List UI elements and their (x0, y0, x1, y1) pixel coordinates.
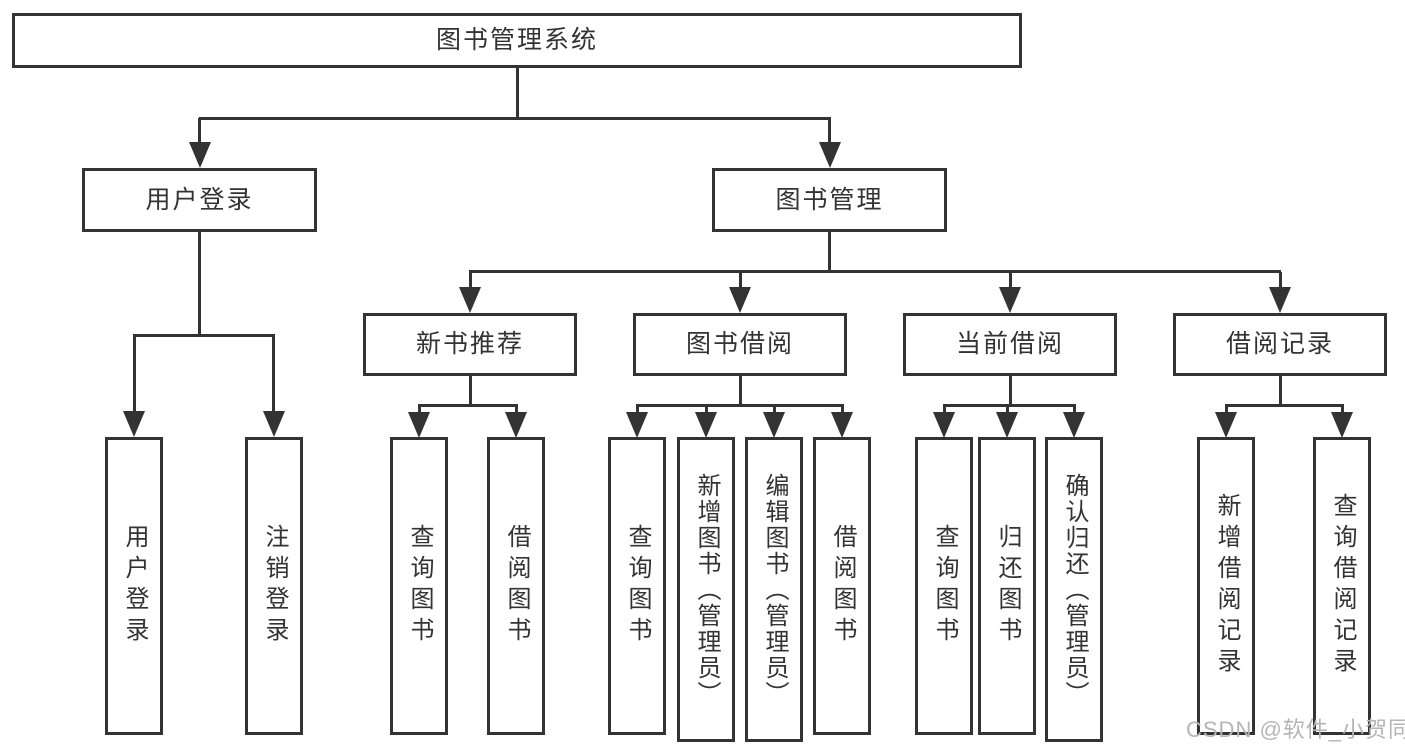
arrow-down-icon (123, 411, 145, 437)
node-borrowing-records: 借阅记录 (1173, 313, 1387, 376)
leaf-query-books-borrowing-label: 查询图书 (624, 524, 651, 648)
connector-line (943, 404, 1076, 407)
connector-line (841, 406, 844, 415)
connector-line (515, 406, 518, 415)
arrow-down-icon (999, 287, 1021, 313)
leaf-logout-label: 注销登录 (261, 524, 288, 648)
leaf-logout: 注销登录 (245, 437, 303, 735)
leaf-borrow-books-borrowing: 借阅图书 (813, 437, 871, 735)
node-library-system-label: 图书管理系统 (435, 26, 598, 54)
leaf-user-login: 用户登录 (105, 437, 163, 735)
connector-line (198, 118, 201, 145)
leaf-edit-book-admin-label: 编辑图书（管理员） (761, 472, 788, 707)
arrow-down-icon (831, 412, 853, 438)
connector-line (828, 232, 831, 272)
arrow-down-icon (695, 412, 717, 438)
node-book-management: 图书管理 (712, 168, 947, 232)
arrow-down-icon (505, 412, 527, 438)
arrow-down-icon (1331, 412, 1353, 438)
leaf-borrow-books-recommend-label: 借阅图书 (503, 524, 530, 648)
connector-line (1279, 272, 1282, 288)
leaf-return-book: 归还图书 (978, 437, 1036, 735)
connector-line (1006, 406, 1009, 415)
arrow-down-icon (996, 412, 1018, 438)
connector-line (1009, 272, 1012, 288)
connector-line (636, 406, 639, 415)
node-library-system: 图书管理系统 (12, 13, 1022, 68)
connector-line (469, 270, 1281, 273)
connector-line (133, 336, 136, 412)
leaf-query-borrow-record: 查询借阅记录 (1313, 437, 1371, 735)
connector-line (418, 406, 421, 415)
connector-line (1341, 406, 1344, 415)
node-book-borrowing-label: 图书借阅 (685, 330, 794, 358)
csdn-watermark: CSDN @软件_小贺同学 (1186, 717, 1405, 742)
arrow-down-icon (763, 412, 785, 438)
leaf-query-books-recommend: 查询图书 (390, 437, 448, 735)
connector-line (272, 336, 275, 412)
connector-line (705, 406, 708, 415)
leaf-add-borrow-record-label: 新增借阅记录 (1213, 493, 1240, 679)
node-current-borrowing: 当前借阅 (903, 313, 1117, 376)
leaf-borrow-books-borrowing-label: 借阅图书 (829, 524, 856, 648)
node-book-borrowing: 图书借阅 (633, 313, 847, 376)
leaf-query-books-current: 查询图书 (915, 437, 973, 735)
arrow-down-icon (189, 142, 211, 168)
leaf-query-borrow-record-label: 查询借阅记录 (1329, 493, 1356, 679)
connector-line (198, 232, 201, 336)
node-book-management-label: 图书管理 (775, 185, 884, 214)
leaf-query-books-current-label: 查询图书 (931, 524, 958, 648)
connector-line (739, 272, 742, 288)
connector-line (199, 117, 831, 120)
leaf-query-books-recommend-label: 查询图书 (406, 524, 433, 648)
arrow-down-icon (933, 412, 955, 438)
arrow-down-icon (1063, 412, 1085, 438)
arrow-down-icon (1215, 412, 1237, 438)
connector-line (516, 68, 519, 119)
node-new-book-recommend-label: 新书推荐 (415, 330, 524, 358)
node-user-login-label: 用户登录 (145, 185, 254, 214)
leaf-add-book-admin-label: 新增图书（管理员） (693, 472, 720, 707)
leaf-edit-book-admin: 编辑图书（管理员） (745, 437, 803, 742)
node-user-login: 用户登录 (82, 168, 317, 232)
leaf-add-borrow-record: 新增借阅记录 (1197, 437, 1255, 735)
arrow-down-icon (819, 142, 841, 168)
connector-line (1225, 406, 1228, 415)
leaf-add-book-admin: 新增图书（管理员） (677, 437, 735, 742)
arrow-down-icon (408, 412, 430, 438)
connector-line (636, 404, 844, 407)
node-current-borrowing-label: 当前借阅 (955, 330, 1064, 358)
connector-line (773, 406, 776, 415)
node-new-book-recommend: 新书推荐 (363, 313, 577, 376)
connector-line (1279, 376, 1282, 406)
connector-line (943, 406, 946, 415)
connector-line (418, 404, 518, 407)
arrow-down-icon (263, 411, 285, 437)
connector-line (739, 376, 742, 406)
leaf-return-book-label: 归还图书 (994, 524, 1021, 648)
leaf-user-login-label: 用户登录 (121, 524, 148, 648)
connector-line (828, 118, 831, 145)
arrow-down-icon (729, 287, 751, 313)
node-borrowing-records-label: 借阅记录 (1225, 330, 1334, 358)
connector-line (133, 334, 275, 337)
connector-line (469, 376, 472, 406)
connector-line (469, 272, 472, 288)
arrow-down-icon (459, 287, 481, 313)
arrow-down-icon (626, 412, 648, 438)
connector-line (1073, 406, 1076, 415)
leaf-query-books-borrowing: 查询图书 (608, 437, 666, 735)
leaf-borrow-books-recommend: 借阅图书 (487, 437, 545, 735)
connector-line (1009, 376, 1012, 406)
connector-line (1225, 404, 1344, 407)
arrow-down-icon (1269, 287, 1291, 313)
leaf-confirm-return-admin-label: 确认归还（管理员） (1061, 472, 1088, 707)
leaf-confirm-return-admin: 确认归还（管理员） (1045, 437, 1103, 742)
